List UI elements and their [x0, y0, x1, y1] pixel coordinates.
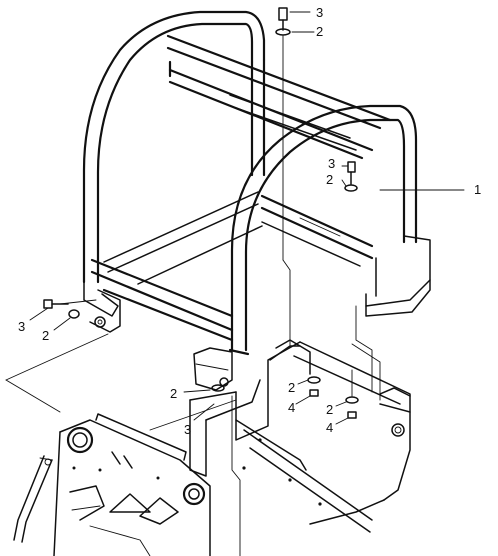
- callout-part-1: 1: [474, 182, 481, 197]
- callout-bolt-right-upper: 3: [328, 156, 335, 171]
- roll-cage-frame: [82, 10, 431, 356]
- callout-bolt-top: 3: [316, 5, 323, 20]
- callout-nut-right: 4: [326, 420, 333, 435]
- assembly-guide-lines: [5, 189, 465, 431]
- callout-washer-top: 2: [316, 24, 323, 39]
- rear-left-mount-bracket: [83, 281, 121, 333]
- front-washer-bolt-set: [183, 384, 241, 556]
- callout-bolt-left: 3: [18, 319, 25, 334]
- right-upper-bolt-washer-set: [341, 161, 358, 192]
- callout-nut-mid-right: 4: [288, 400, 295, 415]
- lower-machine-body: [13, 413, 211, 556]
- callout-washer-right: 2: [326, 402, 333, 417]
- callout-washer-mid-right: 2: [288, 380, 295, 395]
- right-washer-nut-set: [335, 343, 381, 425]
- chassis-base-frame: [189, 339, 411, 533]
- callout-bolt-front: 3: [184, 422, 191, 437]
- front-mount-bracket: [193, 347, 233, 391]
- callout-labels: 1 2 3 2 3 2 3 2 3 2 4 2 4: [18, 5, 481, 437]
- left-bolt-washer-set: [29, 299, 97, 331]
- callout-washer-right-upper: 2: [326, 172, 333, 187]
- mid-right-washer-nut-set: [295, 376, 321, 405]
- callout-washer-front: 2: [170, 386, 177, 401]
- callout-washer-left: 2: [42, 328, 49, 343]
- top-bolt-washer-set: [275, 7, 315, 346]
